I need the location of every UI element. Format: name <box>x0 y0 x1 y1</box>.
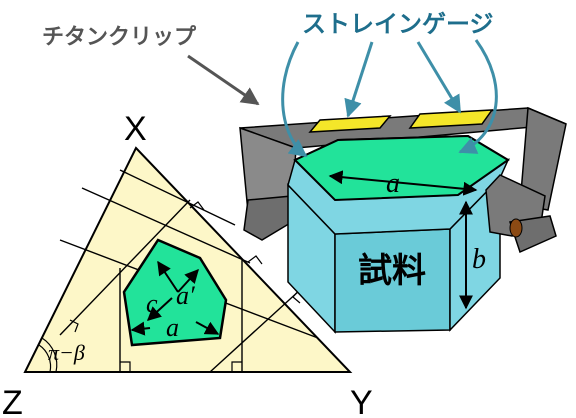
strain-gauge-left <box>308 115 392 133</box>
strain-gauge-label: ストレインゲージ <box>302 10 494 38</box>
inner-a-prime-label: a′ <box>176 281 195 310</box>
angle-label: π−β <box>48 340 85 365</box>
dim-b-label: b <box>472 244 486 275</box>
sample-label: 試料 <box>358 251 426 291</box>
inner-a-label: a <box>166 313 179 342</box>
clip-front-arms <box>485 174 557 254</box>
gauge-callout-arrows <box>281 39 498 158</box>
sample-prism <box>287 134 510 334</box>
dim-a-arrow <box>328 170 478 196</box>
vertex-z-label: Z <box>2 384 23 418</box>
clip-label: チタンクリップ <box>42 25 197 50</box>
vertex-y-label: Y <box>350 384 373 418</box>
strain-gauge-right <box>408 109 494 129</box>
inner-arrows <box>130 260 220 336</box>
vertex-x-label: X <box>124 110 147 148</box>
dim-a-label: a <box>386 168 400 199</box>
clip-screw <box>509 218 523 238</box>
clip-callout-arrow <box>187 54 260 106</box>
inner-c-label: c <box>146 289 158 318</box>
